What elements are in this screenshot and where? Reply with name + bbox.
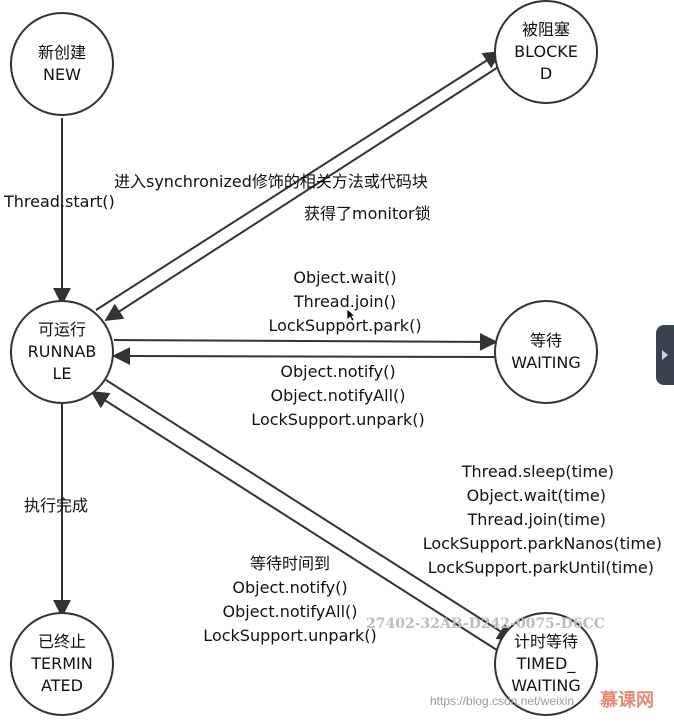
- label-thread-start: Thread.start(): [4, 192, 115, 211]
- label-acquire-monitor: 获得了monitor锁: [304, 204, 431, 223]
- label-object-notify: Object.notify(): [280, 362, 396, 381]
- state-terminated: 已终止 TERMIN ATED: [10, 612, 114, 716]
- label-enter-synchronized: 进入synchronized修饰的相关方法或代码块: [114, 172, 428, 191]
- state-terminated-en-1: TERMIN: [31, 654, 93, 673]
- label-object-notifyall: Object.notifyAll(): [270, 386, 406, 405]
- watermark-text: 27402-32AB-D242-0075-D6CC: [366, 616, 605, 632]
- label-thread-sleep-time: Thread.sleep(time): [461, 462, 614, 481]
- label-thread-join-time: Thread.join(time): [467, 510, 606, 529]
- state-waiting-cn: 等待: [529, 331, 562, 350]
- state-new-en: NEW: [43, 65, 81, 84]
- state-runnable-en-2: LE: [52, 364, 72, 383]
- label-timed-waiting-to-runnable: 等待时间到 Object.notify() Object.notifyAll()…: [203, 552, 376, 648]
- state-runnable-en-1: RUNNAB: [27, 342, 97, 361]
- label-locksupport-park: LockSupport.park(): [268, 316, 422, 335]
- state-runnable-cn: 可运行: [37, 320, 86, 339]
- state-blocked: 被阻塞 BLOCKE D: [494, 0, 598, 104]
- label-timeout: 等待时间到: [249, 554, 331, 573]
- state-blocked-en-1: BLOCKE: [514, 42, 578, 61]
- arrow-runnable-to-timed-waiting: [105, 379, 516, 641]
- state-terminated-cn: 已终止: [37, 632, 86, 651]
- label-runnable-to-timed-waiting: Thread.sleep(time) Object.wait(time) Thr…: [400, 460, 662, 580]
- arrow-runnable-to-blocked: [95, 51, 502, 311]
- state-terminated-en-2: ATED: [41, 676, 83, 695]
- label-waiting-to-runnable: Object.notify() Object.notifyAll() LockS…: [251, 360, 424, 432]
- state-waiting-en: WAITING: [511, 353, 581, 372]
- label-object-wait: Object.wait(): [293, 268, 397, 287]
- label-runnable-to-waiting: Object.wait() Thread.join() LockSupport.…: [268, 266, 421, 338]
- state-waiting: 等待 WAITING: [494, 300, 598, 404]
- state-new-cn: 新创建: [37, 43, 86, 62]
- label-locksupport-unpark: LockSupport.unpark(): [251, 410, 425, 429]
- state-timed-waiting: 计时等待 TIMED_ WAITING: [494, 612, 598, 716]
- label-thread-join: Thread.join(): [293, 292, 397, 311]
- state-timed-waiting-en-2: WAITING: [511, 676, 581, 695]
- state-runnable: 可运行 RUNNAB LE: [10, 300, 114, 404]
- arrow-timed-waiting-to-runnable: [90, 391, 501, 653]
- arrow-blocked-to-runnable: [104, 61, 507, 321]
- arrow-runnable-to-waiting: [113, 332, 498, 351]
- label-locksupport-parknanos-time: LockSupport.parkNanos(time): [422, 534, 662, 553]
- label-locksupport-unpark-2: LockSupport.unpark(): [203, 626, 377, 645]
- footer-url: https://blog.csdn.net/weixin: [430, 694, 575, 708]
- label-locksupport-parkuntil-time: LockSupport.parkUntil(time): [427, 558, 654, 577]
- label-object-wait-time: Object.wait(time): [466, 486, 606, 505]
- state-new: 新创建 NEW: [10, 12, 114, 116]
- state-blocked-cn: 被阻塞: [521, 20, 570, 39]
- label-execution-complete: 执行完成: [24, 496, 89, 515]
- state-blocked-en-2: D: [539, 64, 553, 83]
- label-object-notify-2: Object.notify(): [232, 578, 348, 597]
- side-panel-toggle[interactable]: [656, 325, 674, 385]
- state-timed-waiting-cn: 计时等待: [513, 632, 578, 651]
- arrow-waiting-to-runnable: [112, 347, 497, 366]
- state-timed-waiting-en-1: TIMED_: [516, 654, 576, 673]
- label-object-notifyall-2: Object.notifyAll(): [222, 602, 358, 621]
- brand-logo: 慕课网: [600, 690, 654, 711]
- mouse-cursor-icon: [346, 308, 356, 322]
